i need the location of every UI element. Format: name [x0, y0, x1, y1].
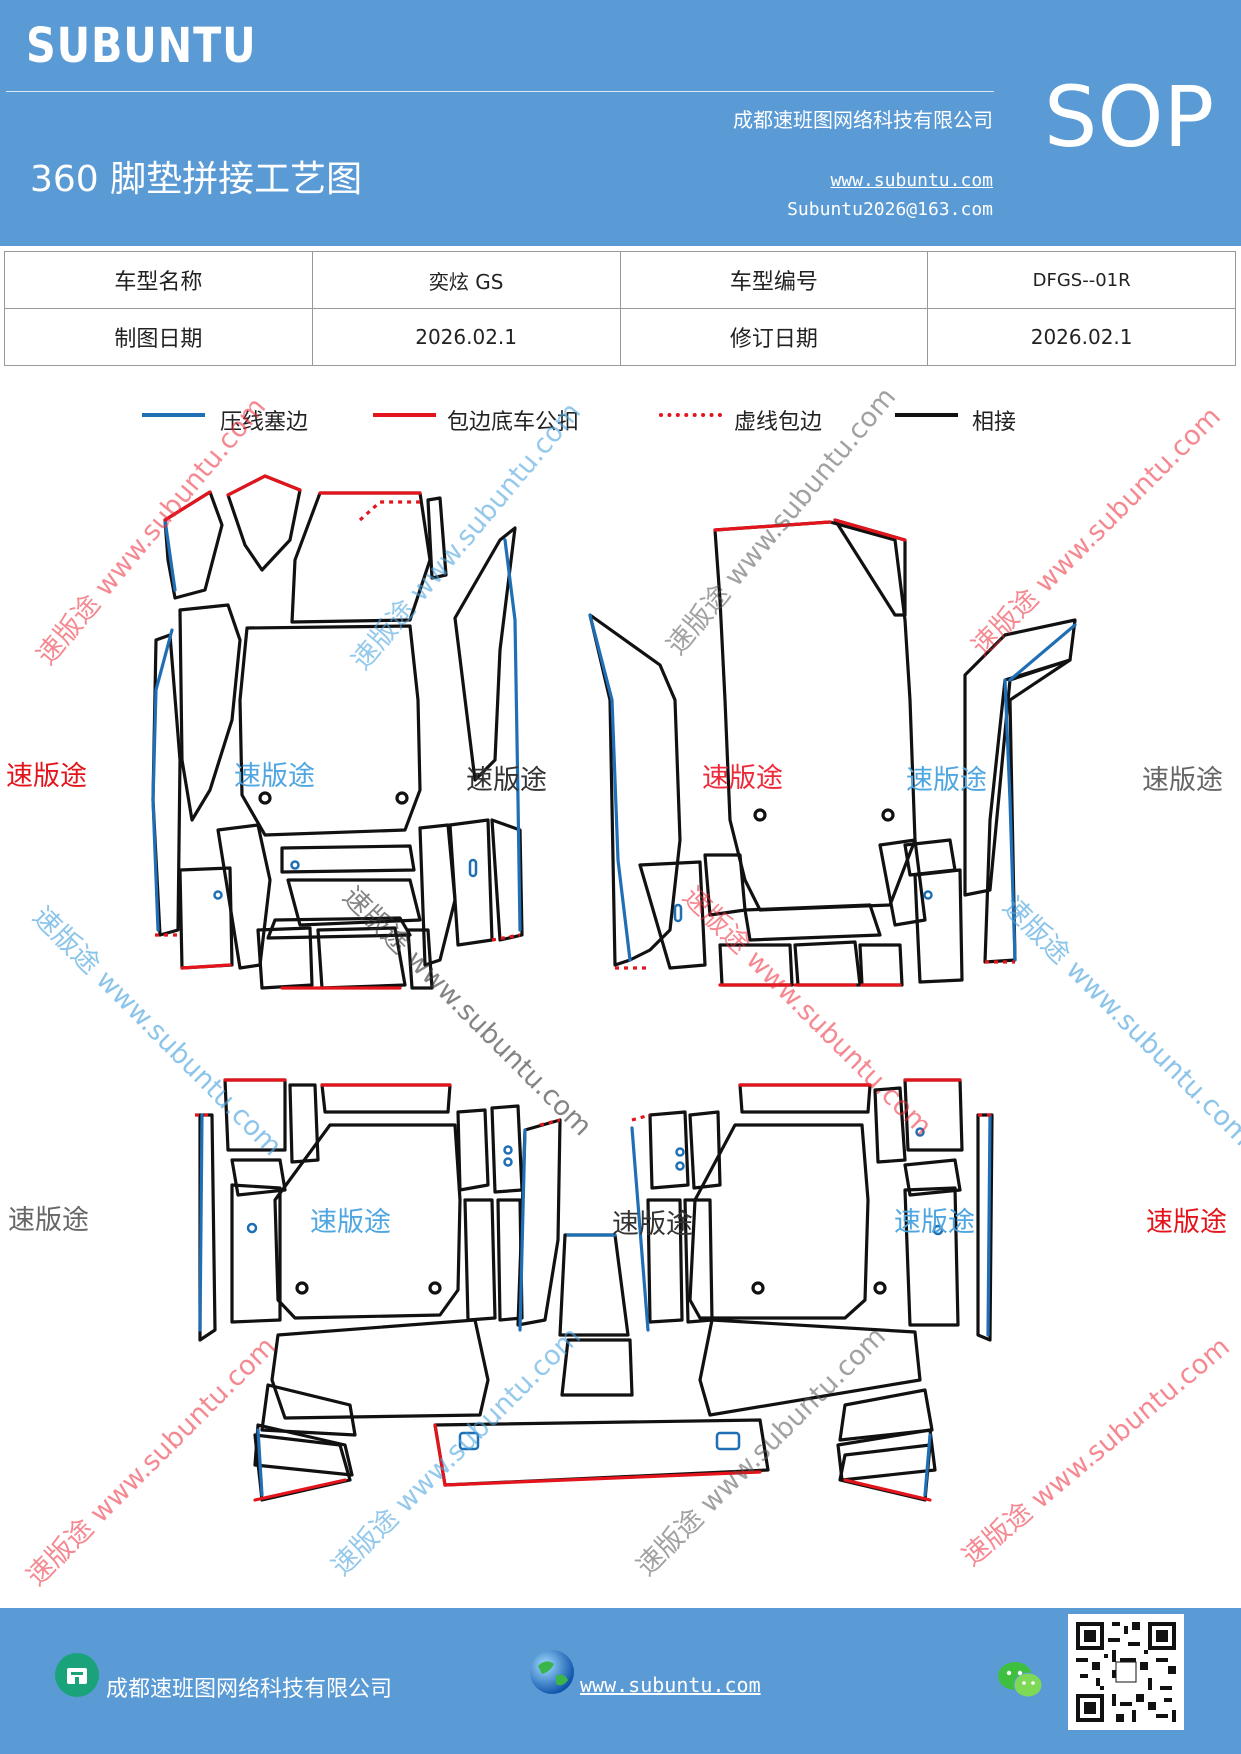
header-divider: [6, 91, 994, 92]
brand-logo: SUBUNTU: [26, 18, 257, 74]
company-icon: [55, 1653, 99, 1697]
sop-badge: SOP: [1044, 68, 1215, 166]
draw-date-label: 制图日期: [4, 308, 313, 366]
legend-label: 虚线包边: [734, 410, 823, 435]
model-code-label: 车型编号: [619, 251, 929, 309]
vehicle-info-table: 车型名称 奕炫 GS 车型编号 DFGS--01R 制图日期 2026.02.1…: [4, 251, 1236, 366]
legend-swatch-red: [373, 413, 436, 417]
watermark-brand: 速版途: [1142, 765, 1223, 796]
watermark-brand: 速版途: [8, 1205, 89, 1236]
watermark-brand: 速版途: [702, 763, 783, 794]
footer-website-link[interactable]: www.subuntu.com: [580, 1673, 761, 1697]
header-website-link[interactable]: www.subuntu.com: [830, 170, 993, 191]
watermark-brand: 速版途: [234, 761, 315, 792]
header-email[interactable]: Subuntu2026@163.com: [787, 199, 993, 220]
line-legend: 压线塞边 包边底车公扣 虚线包边 相接: [0, 400, 1241, 440]
legend-label: 压线塞边: [220, 410, 309, 435]
model-name-value: 奕炫 GS: [311, 251, 621, 309]
wechat-icon[interactable]: [996, 1658, 1044, 1702]
legend-swatch-red-dotted: [659, 413, 722, 417]
legend-label: 相接: [972, 410, 1017, 435]
legend-label: 包边底车公扣: [447, 410, 580, 435]
footer-company: 成都速班图网络科技有限公司: [106, 1677, 393, 1702]
watermark-brand: 速版途: [894, 1207, 975, 1238]
table-row: 车型名称 奕炫 GS 车型编号 DFGS--01R: [4, 251, 1236, 309]
watermark-brand: 速版途: [6, 761, 87, 792]
header-company: 成都速班图网络科技有限公司: [733, 108, 993, 132]
globe-icon: [530, 1650, 574, 1694]
model-code-value: DFGS--01R: [927, 251, 1236, 309]
watermark-brand: 速版途: [310, 1207, 391, 1238]
watermark-brand: 速版途: [906, 765, 987, 796]
legend-swatch-black: [895, 413, 958, 417]
watermark-brand: 速版途: [466, 765, 547, 796]
floor-mat-pattern-diagram: [151, 474, 1077, 1502]
document-title: 360 脚垫拼接工艺图: [30, 159, 363, 200]
footer-banner: 成都速班图网络科技有限公司 www.subuntu.com: [0, 1608, 1241, 1754]
table-row: 制图日期 2026.02.1 修订日期 2026.02.1: [4, 308, 1236, 366]
revise-date-value: 2026.02.1: [927, 308, 1236, 366]
draw-date-value: 2026.02.1: [311, 308, 621, 366]
header-banner: SUBUNTU 360 脚垫拼接工艺图 成都速班图网络科技有限公司 www.su…: [0, 0, 1241, 246]
watermark-brand: 速版途: [612, 1209, 693, 1240]
watermark-brand: 速版途: [1146, 1207, 1227, 1238]
legend-swatch-blue: [142, 413, 205, 417]
revise-date-label: 修订日期: [619, 308, 929, 366]
qr-code: [1068, 1614, 1184, 1730]
model-name-label: 车型名称: [4, 251, 313, 309]
